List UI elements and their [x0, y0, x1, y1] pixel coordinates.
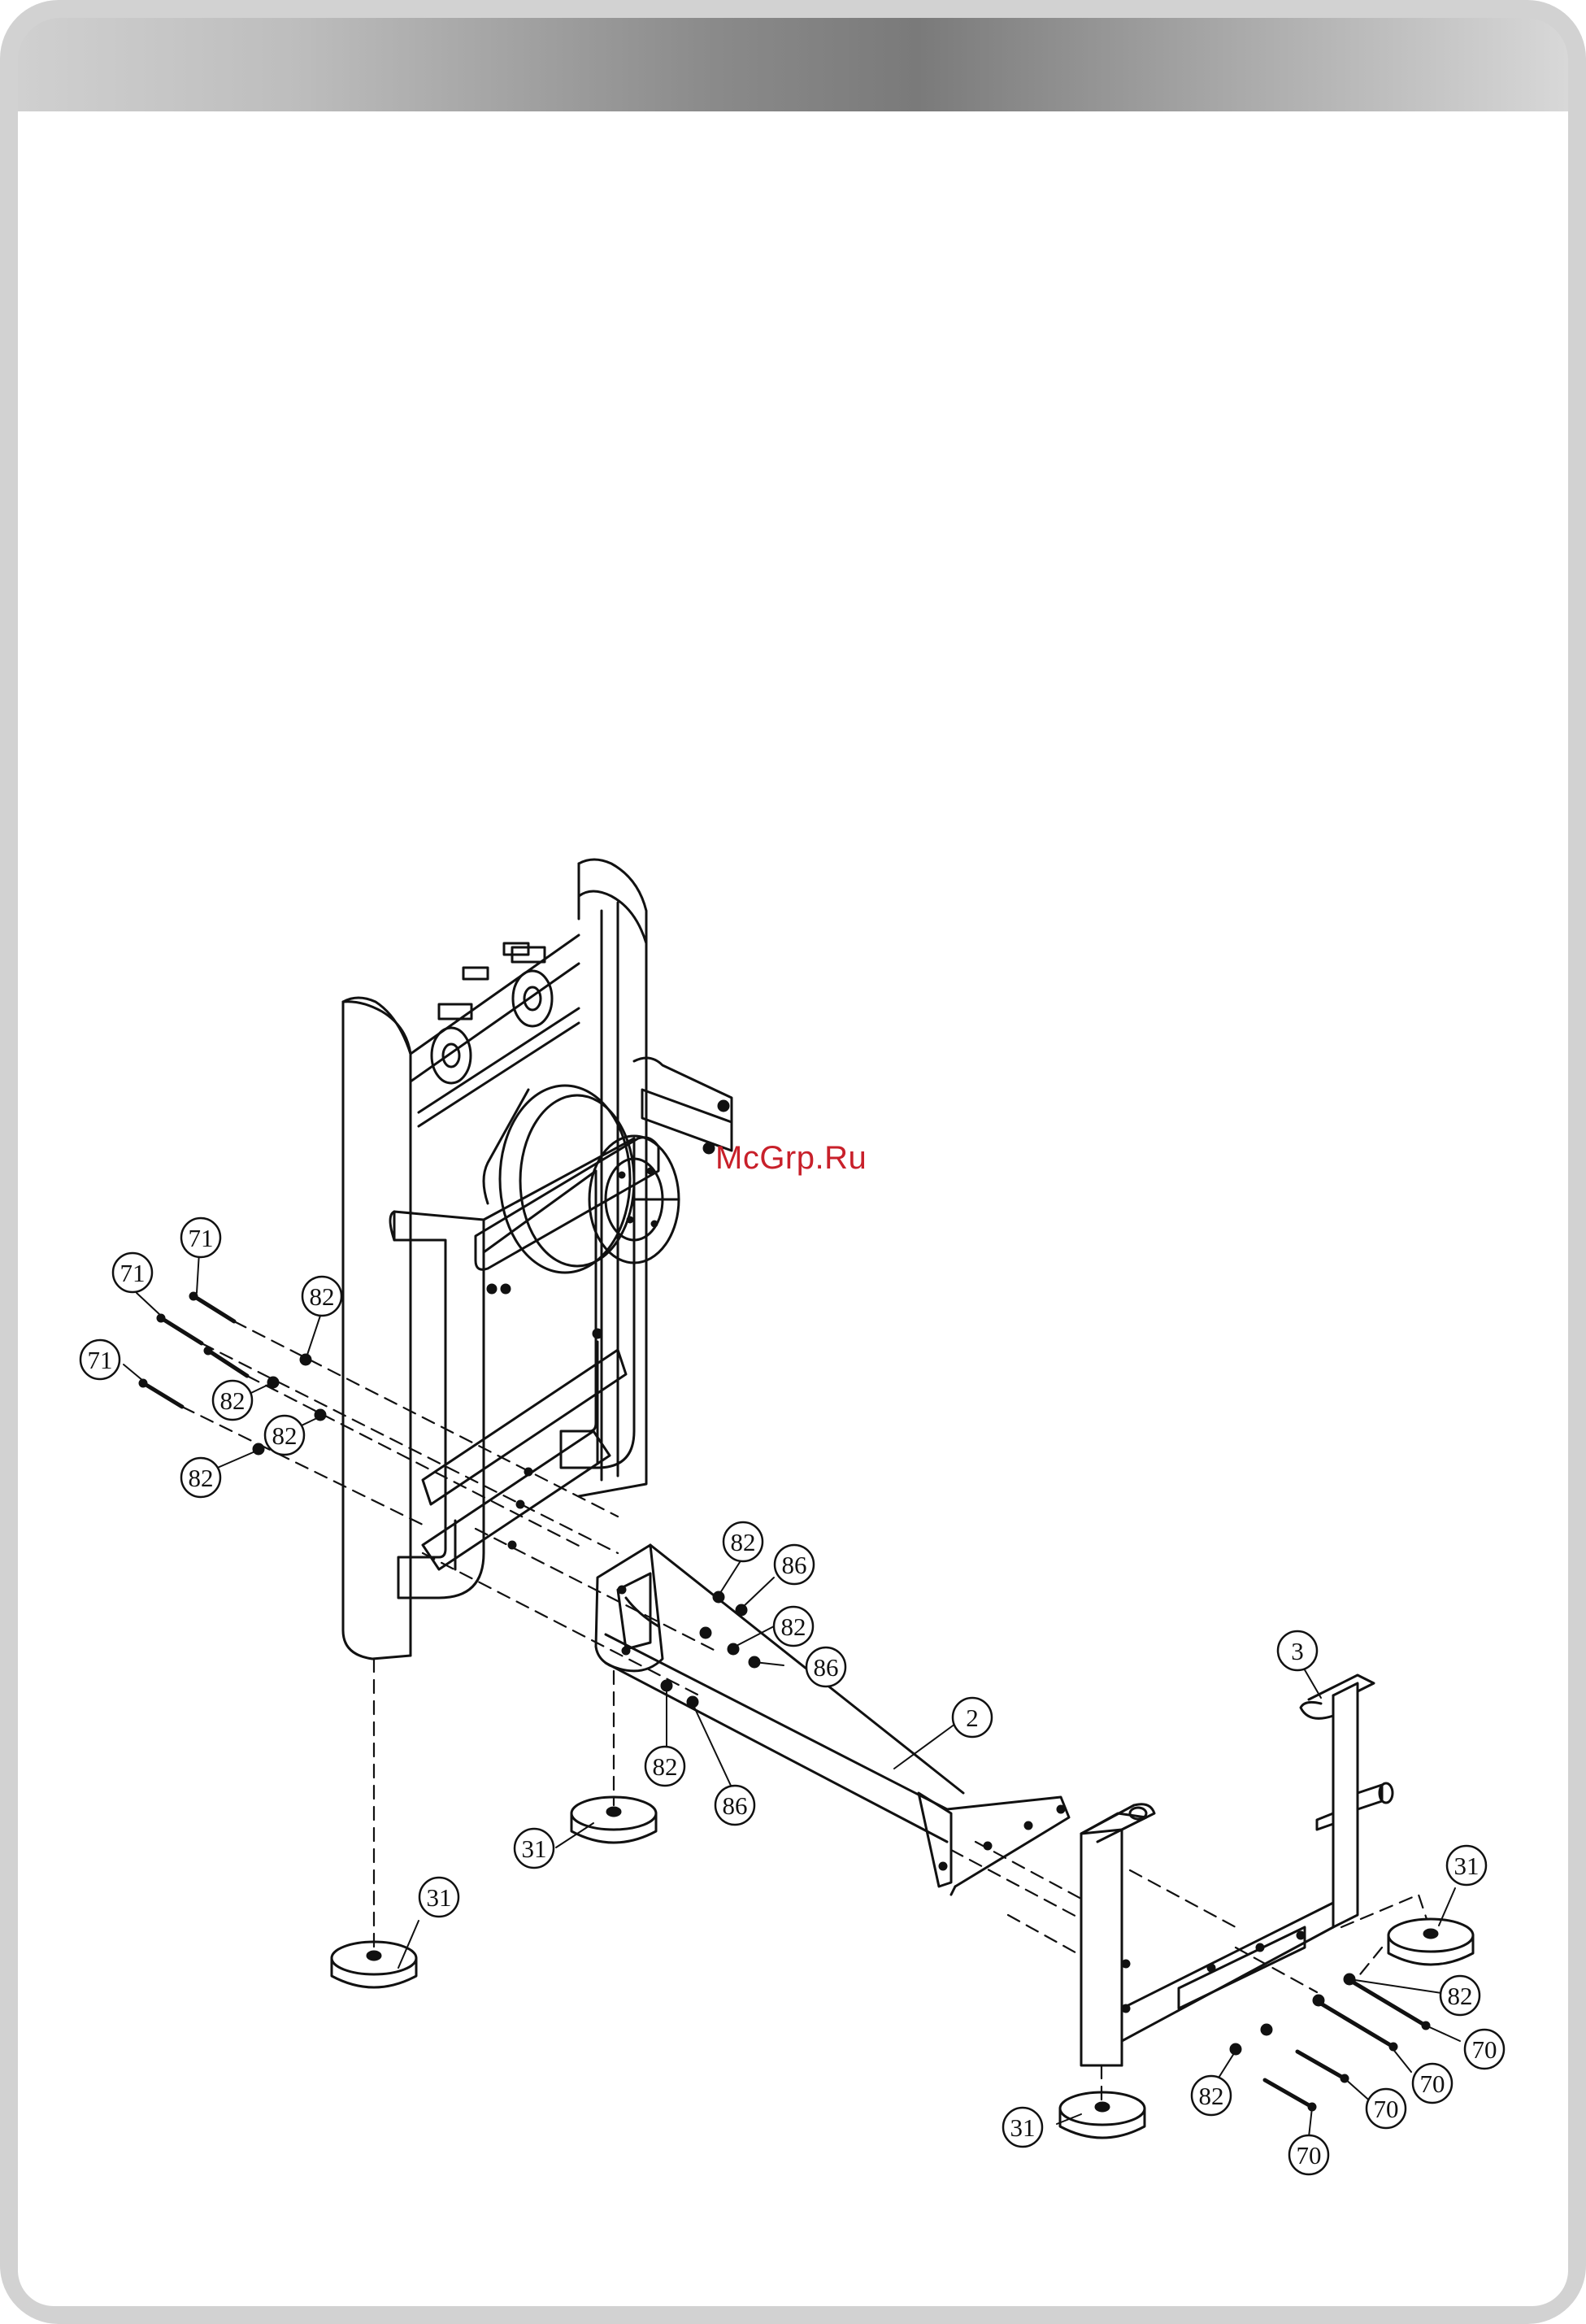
- callout-82c: 82: [265, 1416, 304, 1455]
- rear-base: [1081, 1675, 1393, 2065]
- callout-label: 31: [522, 1834, 547, 1863]
- callout-82d: 82: [181, 1458, 220, 1497]
- callout-71b: 71: [113, 1253, 152, 1292]
- callout-label: 82: [1448, 1982, 1473, 2010]
- callout-2: 2: [953, 1698, 992, 1737]
- foot-pad-3: [1388, 1919, 1473, 1965]
- watermark-text: McGrp.Ru: [715, 1140, 867, 1177]
- callout-label: 70: [1297, 2141, 1322, 2170]
- callout-3: 3: [1278, 1631, 1317, 1670]
- callout-86b: 86: [806, 1647, 845, 1686]
- callout-31d: 31: [1003, 2108, 1042, 2147]
- callout-label: 31: [1454, 1852, 1480, 1880]
- callout-71a: 71: [181, 1218, 220, 1257]
- callout-label: 82: [310, 1282, 335, 1311]
- foot-pads: [332, 1797, 1473, 2138]
- callout-label: 82: [272, 1421, 298, 1450]
- callout-label: 2: [966, 1704, 979, 1732]
- callout-82f: 82: [774, 1607, 813, 1646]
- callout-label: 71: [189, 1224, 214, 1252]
- callouts: 71 71 71 82 82 82 82 82 86 82 86 82 86 2…: [80, 1218, 1504, 2174]
- callout-31c: 31: [1447, 1846, 1486, 1885]
- callout-label: 82: [189, 1464, 214, 1492]
- callout-70b: 70: [1413, 2064, 1452, 2103]
- callout-82g: 82: [645, 1747, 684, 1786]
- callout-label: 82: [653, 1752, 678, 1781]
- callout-82e: 82: [723, 1522, 763, 1561]
- callout-label: 86: [814, 1653, 839, 1682]
- callout-86a: 86: [775, 1545, 814, 1584]
- assembly-lines: [182, 1321, 1427, 2102]
- callout-label: 3: [1291, 1637, 1304, 1665]
- callout-label: 82: [781, 1612, 806, 1641]
- callout-label: 82: [1199, 2082, 1224, 2110]
- callout-86c: 86: [715, 1786, 754, 1825]
- callout-31b: 31: [419, 1878, 458, 1917]
- callout-70d: 70: [1289, 2135, 1328, 2174]
- handle-bar: [390, 1058, 732, 1598]
- callout-82a: 82: [302, 1277, 341, 1316]
- callout-label: 31: [427, 1883, 452, 1912]
- callout-82b: 82: [213, 1381, 252, 1420]
- callout-label: 71: [88, 1346, 113, 1374]
- callout-71c: 71: [80, 1340, 119, 1379]
- callout-label: 70: [1472, 2035, 1497, 2064]
- callout-label: 71: [120, 1259, 146, 1287]
- fasteners: [140, 1293, 1429, 2110]
- callout-70a: 70: [1465, 2030, 1504, 2069]
- callout-82i: 82: [1192, 2076, 1231, 2115]
- foot-pad-1: [332, 1942, 416, 1987]
- callout-label: 31: [1010, 2113, 1036, 2142]
- callout-label: 86: [723, 1791, 748, 1820]
- callout-label: 82: [220, 1386, 246, 1415]
- callout-label: 70: [1420, 2069, 1445, 2098]
- callout-label: 82: [731, 1528, 756, 1556]
- callout-label: 86: [782, 1551, 807, 1579]
- callout-31a: 31: [515, 1829, 554, 1868]
- leader-lines: [124, 1252, 1460, 2137]
- callout-82h: 82: [1440, 1976, 1480, 2015]
- callout-label: 70: [1374, 2095, 1399, 2123]
- callout-70c: 70: [1367, 2089, 1406, 2128]
- weight-plate: [484, 1086, 728, 1464]
